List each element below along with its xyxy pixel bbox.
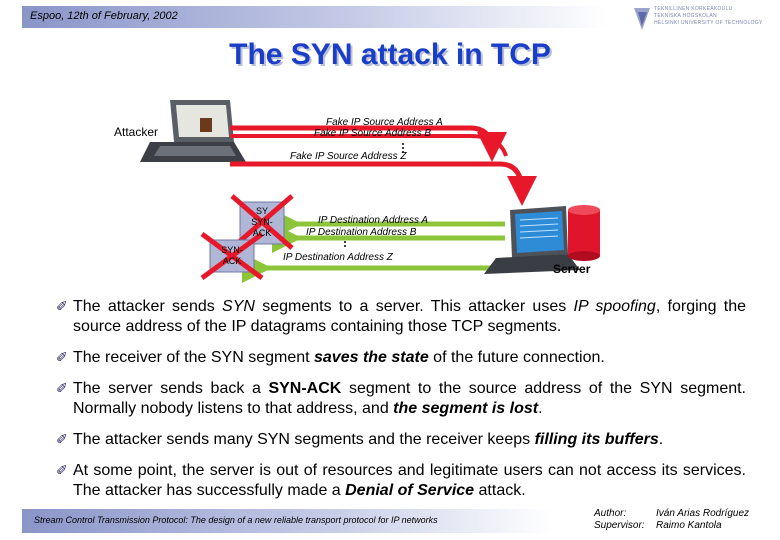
bullet-text: segments to a server. This attacker uses — [254, 298, 574, 315]
author-name: Iván Arias Rodríguez — [656, 508, 750, 519]
footer-bar: Stream Control Transmission Protocol: Th… — [22, 509, 552, 533]
bullet-marker-icon: ✐ — [56, 462, 68, 478]
bullet-text: The server sends back a — [73, 380, 269, 397]
attacker-laptop-icon — [140, 100, 246, 162]
bullet-text: The attacker sends — [73, 298, 223, 315]
bullet-item: ✐ The server sends back a SYN-ACK segment… — [56, 378, 746, 419]
dest-label-b: IP Destination Address B — [306, 227, 417, 238]
synack-label-2: SYN- ACK — [221, 245, 243, 266]
supervisor-name: Raimo Kantola — [656, 520, 722, 531]
bullet-item: ✐ The attacker sends SYN segments to a se… — [56, 296, 746, 337]
bullet-text: attack. — [474, 482, 526, 499]
bullet-text: IP spoofing — [573, 298, 656, 315]
university-logo-icon — [634, 8, 650, 30]
synack-label-1: SY SYN- ACK — [251, 206, 273, 238]
bullet-text: . — [658, 431, 664, 448]
lost-synack-box — [200, 231, 264, 281]
server-laptop-icon — [484, 206, 580, 274]
university-logo: TEKNILLINEN KORKEAKOULU TEKNISKA HÖGSKOL… — [630, 4, 778, 34]
bullet-marker-icon: ✐ — [56, 380, 68, 396]
server-database-icon — [568, 205, 600, 261]
dest-label-a: IP Destination Address A — [318, 215, 429, 226]
bullet-item: ✐ The receiver of the SYN segment saves t… — [56, 347, 746, 368]
bullet-text: the segment is lost — [393, 400, 539, 417]
fake-source-label-a: Fake IP Source Address A — [326, 117, 443, 128]
thesis-title: Stream Control Transmission Protocol: Th… — [34, 515, 438, 525]
bullet-text: SYN-ACK — [268, 380, 342, 397]
bullet-text: The attacker sends many SYN segments and… — [73, 431, 535, 448]
header-bar: Espoo, 12th of February, 2002 — [22, 6, 607, 28]
fake-source-label-b: Fake IP Source Address B — [314, 128, 432, 139]
bullet-text: saves the state — [314, 349, 429, 366]
bullet-text: of the future connection. — [428, 349, 605, 366]
bullet-marker-icon: ✐ — [56, 349, 68, 365]
bullet-text: Denial of Service — [345, 482, 475, 499]
bullet-text: The receiver of the SYN segment — [73, 349, 314, 366]
place-date: Espoo, 12th of February, 2002 — [30, 10, 178, 22]
credits: Author: Iván Arias Rodríguez Supervisor: R… — [594, 508, 749, 532]
attacker-label: Attacker — [114, 125, 159, 139]
bullet-item: ✐ At some point, the server is out of res… — [56, 460, 746, 501]
bullet-marker-icon: ✐ — [56, 298, 68, 314]
bullet-item: ✐ The attacker sends many SYN segments an… — [56, 429, 746, 450]
bullet-text: At some point, the server is out of reso… — [73, 462, 746, 499]
bullet-text: . — [538, 400, 543, 417]
server-label: Server — [553, 262, 591, 276]
bullet-text: , forging the source address of the IP d… — [73, 298, 747, 335]
dest-label-z: IP Destination Address Z — [283, 252, 393, 263]
bullet-text: SYN — [222, 298, 255, 315]
bullet-text: filling its buffers — [534, 431, 659, 448]
bullet-text: segment to the source address of the SYN… — [73, 380, 747, 417]
fake-source-label-z: Fake IP Source Address Z — [290, 151, 407, 162]
bullet-list: ✐ The attacker sends SYN segments to a se… — [56, 296, 746, 511]
syn-attack-diagram — [140, 100, 600, 283]
bullet-marker-icon: ✐ — [56, 431, 68, 447]
logo-text: TEKNILLINEN KORKEAKOULU TEKNISKA HÖGSKOL… — [654, 6, 763, 26]
slide-title: The SYN attack in TCP — [229, 38, 551, 71]
author-key: Author: — [594, 508, 627, 519]
supervisor-key: Supervisor: — [594, 520, 645, 531]
